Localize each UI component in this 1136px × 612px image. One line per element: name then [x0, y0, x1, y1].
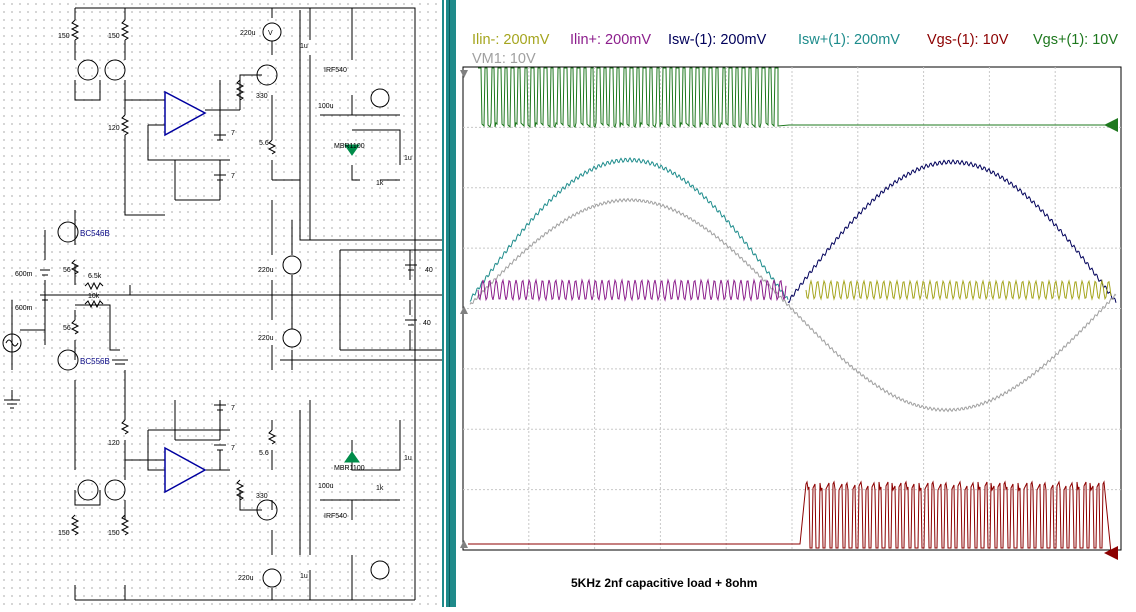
marker-bottom[interactable]	[460, 540, 468, 548]
legend-entry[interactable]: VM1: 10V	[472, 51, 536, 67]
legend-entry[interactable]: Isw-(1): 200mV	[668, 32, 767, 48]
oscilloscope-panel: Ilin-: 200mV Ilin+: 200mV Isw-(1): 200mV Is…	[456, 0, 1136, 607]
label-r65k: 6.5k	[88, 273, 102, 280]
scope-legend: Ilin-: 200mV Ilin+: 200mV Isw-(1): 200mV Is…	[472, 32, 1118, 67]
diodes	[344, 144, 360, 463]
trace-vgs-plus	[478, 67, 1109, 129]
label-r150-br: 150	[108, 530, 120, 537]
label-r56-l2: 56	[63, 325, 71, 332]
transistor-driver	[57, 221, 79, 371]
trace-isw-plus	[469, 157, 789, 302]
voltmeter-symbol: V	[268, 30, 273, 37]
label-c220u-mid2: 220u	[258, 335, 274, 342]
label-r120-bot: 120	[108, 440, 120, 447]
batteries	[40, 134, 417, 451]
scope-traces	[468, 67, 1117, 554]
opamp-top[interactable]	[164, 90, 207, 137]
scope-caption: 5KHz 2nf capacitive load + 8ohm	[571, 576, 757, 590]
marker-mid[interactable]	[460, 306, 468, 314]
label-r150-bl: 150	[58, 530, 70, 537]
scope-markers	[460, 70, 1118, 560]
label-cap-1u-c: 1u	[404, 455, 412, 462]
label-r56-bot: 5.6	[259, 450, 269, 457]
label-r10k: 10k	[88, 293, 100, 300]
label-c220u-top: 220u	[240, 30, 256, 37]
label-cap-1u-a: 1u	[300, 43, 308, 50]
label-v600m-a: 600m	[15, 271, 33, 278]
legend-entry[interactable]: Isw+(1): 200mV	[798, 32, 900, 48]
marker-vgs-minus[interactable]	[1104, 546, 1118, 560]
trace-isw-minus	[787, 159, 1117, 304]
label-l100u-bot: 100u	[318, 483, 334, 490]
label-mbr1100-top: MBR1100	[334, 143, 365, 150]
label-v7-a: 7	[231, 130, 235, 137]
label-v7-d: 7	[231, 445, 235, 452]
label-l100u-top: 100u	[318, 103, 334, 110]
schematic-svg: 150 150 120 220u IRF540 100u MBR1100 330…	[2, 7, 442, 601]
marker-top[interactable]	[460, 70, 468, 78]
label-v7-b: 7	[231, 173, 235, 180]
label-r120-top: 120	[108, 125, 120, 132]
schematic-wires	[11, 7, 442, 601]
label-v600m-b: 600m	[15, 305, 33, 312]
transistor-pair-top	[77, 59, 278, 86]
trace-ilin-plus	[477, 278, 787, 302]
label-r150-tr: 150	[108, 33, 120, 40]
label-mbr1100-bot: MBR1100	[334, 465, 365, 472]
legend-entry[interactable]: Vgs-(1): 10V	[927, 32, 1009, 48]
label-r1k-top: 1k	[376, 180, 384, 187]
marker-vgs-plus[interactable]	[1104, 118, 1118, 132]
trace-vm1	[469, 197, 1117, 413]
label-r150-tl: 150	[58, 33, 70, 40]
label-c220u-bot: 220u	[238, 575, 254, 582]
ac-source-icon[interactable]	[2, 333, 128, 409]
opamp-bottom[interactable]	[164, 446, 207, 494]
label-r56-top: 5.6	[259, 140, 269, 147]
resistors	[70, 19, 277, 536]
label-r330-top: 330	[256, 93, 268, 100]
label-r330-bot: 330	[256, 493, 268, 500]
schematic-canvas[interactable]: 150 150 120 220u IRF540 100u MBR1100 330…	[0, 0, 442, 607]
label-irf540-bot: IRF540	[324, 513, 347, 520]
label-r1k-bot: 1k	[376, 485, 384, 492]
transistor-pair-bottom	[77, 479, 278, 521]
scope-grid	[462, 66, 1122, 551]
oscilloscope-svg: Ilin-: 200mV Ilin+: 200mV Isw-(1): 200mV Is…	[460, 32, 1122, 590]
panel-splitter[interactable]	[442, 0, 456, 607]
label-c220u-mid1: 220u	[258, 267, 274, 274]
label-cap-1u-b: 1u	[404, 155, 412, 162]
label-bc556b: BC556B	[80, 357, 110, 366]
legend-entry[interactable]: Ilin+: 200mV	[570, 32, 651, 48]
trace-vgs-minus	[468, 480, 1112, 554]
label-v40-b: 40	[423, 320, 431, 327]
label-irf540-top: IRF540	[324, 67, 347, 74]
label-v40-a: 40	[425, 267, 433, 274]
legend-entry[interactable]: Ilin-: 200mV	[472, 32, 550, 48]
legend-entry[interactable]: Vgs+(1): 10V	[1033, 32, 1118, 48]
trace-ilin-minus	[805, 279, 1112, 301]
label-bc546b: BC546B	[80, 229, 110, 238]
voltmeters[interactable]	[262, 22, 390, 588]
label-r56-l1: 56	[63, 267, 71, 274]
label-v7-c: 7	[231, 405, 235, 412]
label-cap-1u-d: 1u	[300, 573, 308, 580]
